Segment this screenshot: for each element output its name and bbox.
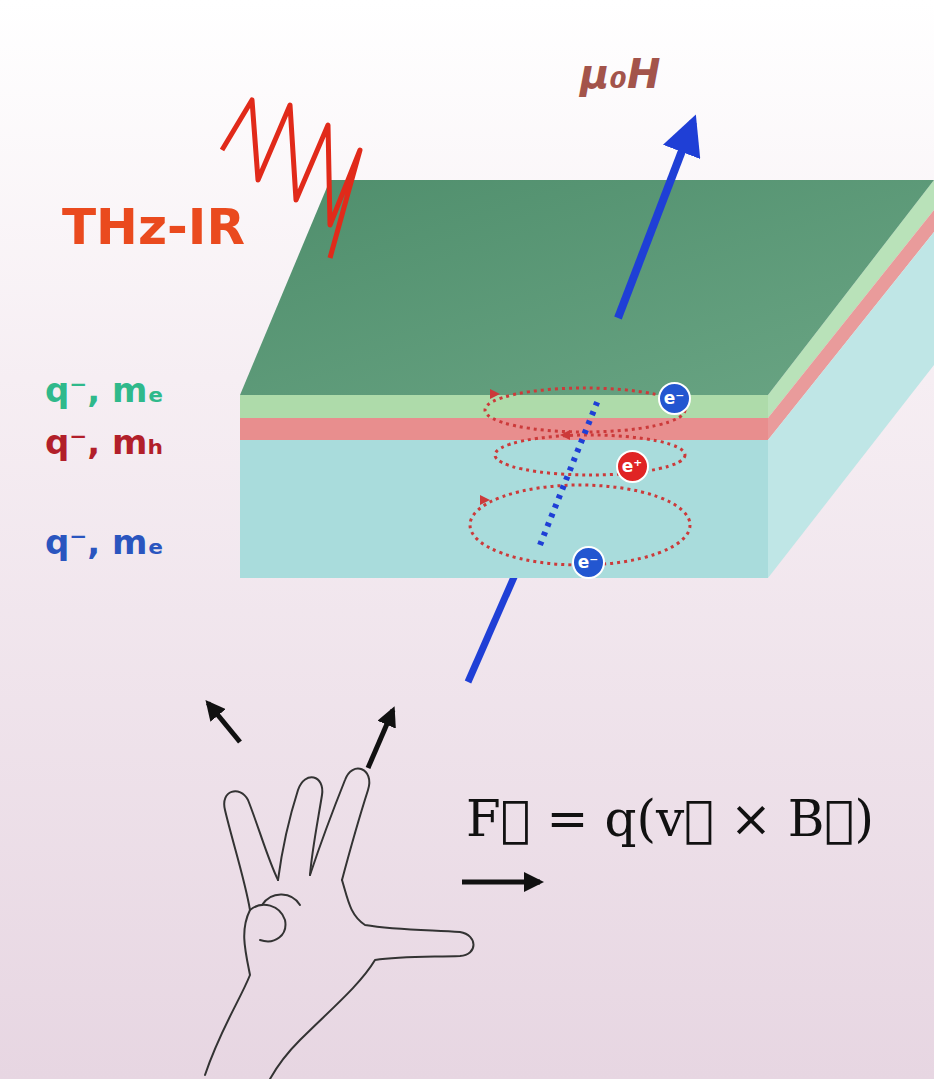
wave-label: THz-IR [62, 200, 245, 255]
electron-layer [240, 440, 768, 578]
field-label: μ₀H [580, 52, 660, 96]
right-hand-sketch [205, 769, 474, 1079]
particle-symbol: e⁻ [578, 554, 599, 571]
layer-label: q⁻, mₑ [45, 524, 164, 561]
hole-layer [240, 418, 768, 440]
lorentz-formula: F⃗ = q(v⃗ × B⃗) [466, 792, 874, 847]
hole-particle: e⁺ [616, 450, 649, 483]
orbit-arrowhead [480, 389, 570, 505]
layer-label: q⁻, mₑ [45, 372, 164, 409]
particle-symbol: e⁻ [664, 390, 685, 407]
field-line [540, 400, 598, 545]
layer-label: q⁻, mₕ [45, 424, 163, 461]
electron-particle: e⁻ [572, 546, 605, 579]
field-arrow [618, 122, 693, 318]
electron-particle: e⁻ [658, 382, 691, 415]
cyclotron-orbit [470, 388, 690, 565]
particle-symbol: e⁺ [622, 458, 643, 475]
